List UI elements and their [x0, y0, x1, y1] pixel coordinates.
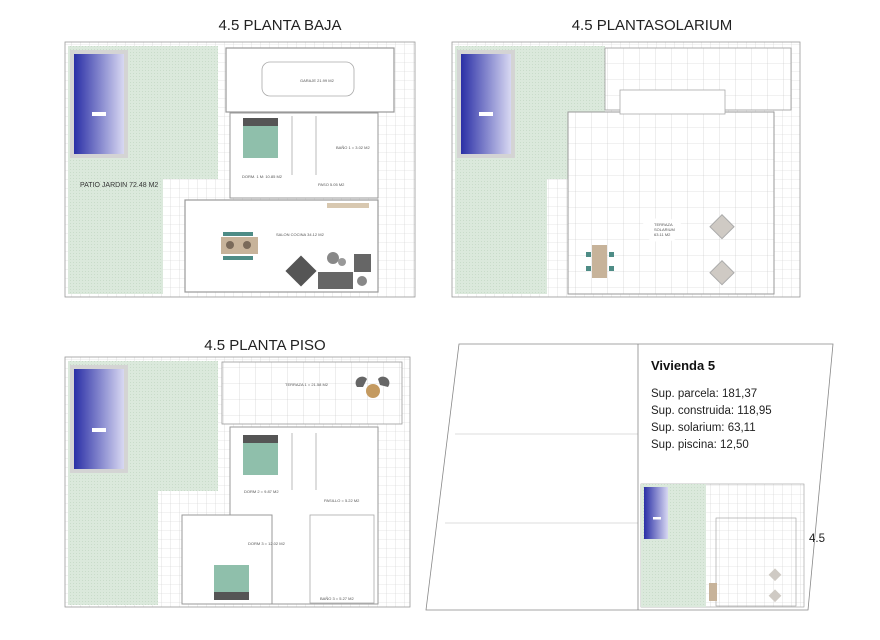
plan-ground-floor: 4.5 PLANTA BAJA PATIO JARDIN 72.48 M2 GA… — [64, 17, 416, 298]
lounger-icon — [709, 259, 735, 286]
plan-first-floor: 4.5 PLANTA PISO TERRAZA 1 = 21.58 M2 DOR… — [64, 337, 411, 608]
pool — [74, 54, 124, 154]
table-icon — [592, 245, 607, 278]
plan-title: 4.5 PLANTA PISO — [204, 337, 325, 354]
room-label: 63.11 M2 — [654, 232, 671, 237]
pool-area: Sup. piscina: 12,50 — [651, 439, 749, 451]
room-label: PASILLO = 5.22 M2 — [324, 498, 360, 503]
bed-headboard — [243, 118, 278, 126]
stair-access — [619, 89, 726, 115]
room-label: DORM 3 = 12.02 M2 — [248, 541, 286, 546]
room-label: PASO 5.05 M2 — [318, 182, 345, 187]
sofa-icon — [318, 272, 353, 289]
counter — [327, 203, 369, 208]
armchair-icon — [354, 254, 371, 272]
garage — [225, 47, 395, 113]
garden-area — [68, 179, 163, 294]
car-icon — [261, 61, 355, 97]
site-plan: 4.5 Vivienda 5 Sup. parcela: 181,37 Sup.… — [425, 343, 834, 611]
room-label: BAÑO 3 = 5.27 M2 — [320, 596, 354, 601]
table-icon — [366, 384, 380, 398]
solarium-area: Sup. solarium: 63,11 — [651, 422, 756, 434]
room-label: SALON COCINA 34.12 M2 — [276, 232, 325, 237]
room-label: TERRAZA — [654, 222, 673, 227]
room-label: TERRAZA 1 = 21.58 M2 — [285, 382, 329, 387]
room-label: DORM 2 = 9.87 M2 — [244, 489, 279, 494]
rug-icon — [285, 255, 317, 287]
pool — [644, 487, 668, 539]
pool-ladder-icon — [92, 428, 106, 432]
plot-area: Sup. parcela: 181,37 — [651, 388, 757, 400]
lounger-icon — [709, 213, 735, 240]
lot-number-label: 4.5 — [809, 533, 825, 545]
plan-solarium: 4.5 PLANTASOLARIUM TERRAZA SOLARIUM 63.1… — [451, 17, 801, 298]
plan-title: 4.5 PLANTASOLARIUM — [572, 17, 733, 34]
bathroom-block — [309, 514, 375, 604]
unit-title: Vivienda 5 — [651, 358, 715, 373]
pool — [461, 54, 511, 154]
built-area: Sup. construida: 118,95 — [651, 405, 772, 417]
pool-ladder-icon — [479, 112, 493, 116]
room-label: BAÑO 1 = 3.02 M2 — [336, 145, 370, 150]
room-label: SOLARIUM — [654, 227, 675, 232]
plan-title: 4.5 PLANTA BAJA — [218, 17, 341, 34]
room-label: DORM. 1 M: 10.85 M2 — [242, 174, 283, 179]
garden-area — [455, 179, 547, 294]
room-label: GARAJE 21.99 M2 — [300, 78, 335, 83]
pool-ladder-icon — [92, 112, 106, 116]
pool — [74, 369, 124, 469]
garden-area — [68, 491, 158, 605]
room-label: PATIO JARDIN 72.48 M2 — [80, 182, 158, 189]
